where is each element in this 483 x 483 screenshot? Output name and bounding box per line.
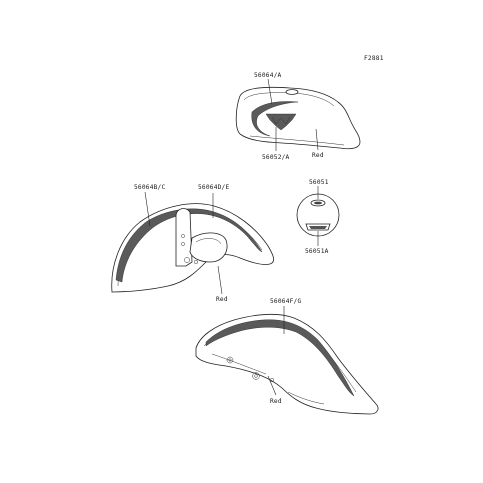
label-56052a: 56052/A (262, 154, 290, 161)
label-rear-red: Red (270, 398, 282, 405)
label-56051a: 56051A (305, 248, 329, 255)
tank-emblem (265, 113, 297, 131)
front-fender (111, 203, 274, 293)
leader-front-red (217, 265, 223, 295)
label-tank-red: Red (312, 152, 324, 159)
leader-56064bc (144, 191, 151, 227)
leader-tank-red (315, 128, 319, 151)
label-56064de: 56064D/E (198, 184, 229, 191)
label-56064a: 56064/A (254, 72, 282, 79)
leader-rear-red (267, 375, 277, 396)
leader-56064a (267, 78, 273, 105)
rear-fender (195, 314, 379, 415)
figure-code: F2881 (364, 55, 384, 62)
label-56051: 56051 (309, 179, 329, 186)
label-56064fg: 56064F/G (270, 298, 301, 305)
round-emblem (296, 193, 340, 237)
label-56064bc: 56064B/C (134, 184, 165, 191)
fuel-tank (235, 86, 361, 150)
label-front-red: Red (216, 296, 228, 303)
